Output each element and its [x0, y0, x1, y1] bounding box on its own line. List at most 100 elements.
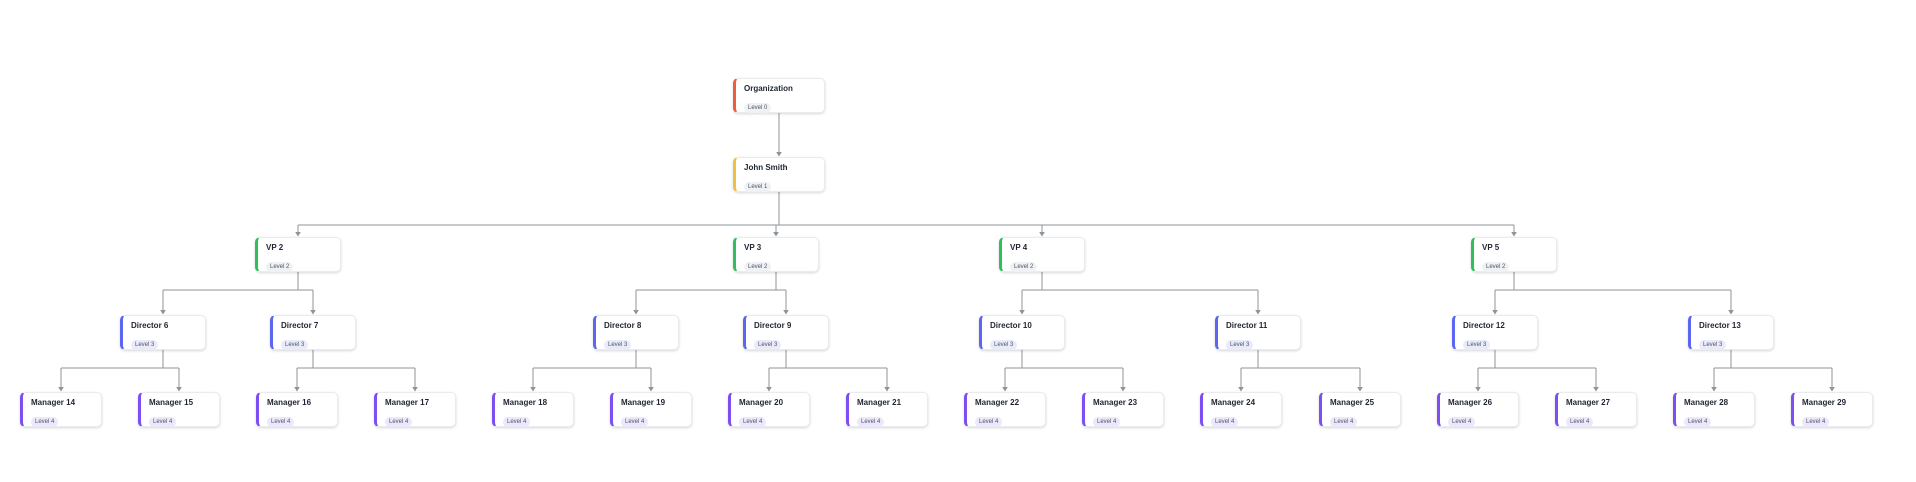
org-node-manager-21[interactable]: Manager 21 Level 4	[846, 392, 928, 428]
connector-arrow-icon	[648, 387, 654, 392]
node-title: Manager 14	[31, 398, 76, 407]
node-level-badge: Level 2	[266, 262, 294, 273]
org-node-manager-14[interactable]: Manager 14 Level 4	[20, 392, 102, 428]
org-node-manager-23[interactable]: Manager 23 Level 4	[1082, 392, 1164, 428]
connector-arrow-icon	[412, 387, 418, 392]
node-title: Organization	[744, 84, 793, 93]
org-node-manager-24[interactable]: Manager 24 Level 4	[1200, 392, 1282, 428]
connector-arrow-icon	[160, 310, 166, 315]
connector-arrow-icon	[310, 310, 316, 315]
org-node-director-7[interactable]: Director 7 Level 3	[270, 315, 356, 351]
node-title: Manager 21	[857, 398, 902, 407]
connector-arrow-icon	[1711, 387, 1717, 392]
node-title: Manager 22	[975, 398, 1020, 407]
node-level-badge: Level 3	[604, 340, 632, 351]
node-level-badge: Level 3	[754, 340, 782, 351]
connector-arrow-icon	[776, 152, 782, 157]
node-level-badge: Level 4	[267, 417, 295, 428]
node-title: Director 8	[604, 321, 642, 330]
org-node-vp-5[interactable]: VP 5 Level 2	[1471, 237, 1557, 273]
node-title: Director 9	[754, 321, 792, 330]
org-node-director-13[interactable]: Director 13 Level 3	[1688, 315, 1774, 351]
node-level-badge: Level 3	[131, 340, 159, 351]
node-title: Director 13	[1699, 321, 1741, 330]
connector-arrow-icon	[884, 387, 890, 392]
node-level-badge: Level 4	[975, 417, 1003, 428]
node-title: Director 11	[1226, 321, 1268, 330]
node-title: Manager 15	[149, 398, 194, 407]
node-level-badge: Level 4	[31, 417, 59, 428]
node-level-badge: Level 4	[857, 417, 885, 428]
node-title: Manager 24	[1211, 398, 1256, 407]
node-title: Manager 18	[503, 398, 548, 407]
node-title: John Smith	[744, 163, 788, 172]
node-level-badge: Level 2	[744, 262, 772, 273]
connector-arrow-icon	[176, 387, 182, 392]
node-level-badge: Level 4	[1330, 417, 1358, 428]
connector-arrow-icon	[1120, 387, 1126, 392]
node-title: VP 3	[744, 243, 762, 252]
node-title: Manager 23	[1093, 398, 1138, 407]
node-title: Manager 16	[267, 398, 312, 407]
node-level-badge: Level 4	[1448, 417, 1476, 428]
connector-arrow-icon	[1238, 387, 1244, 392]
org-node-vp-3[interactable]: VP 3 Level 2	[733, 237, 819, 273]
node-title: Manager 19	[621, 398, 666, 407]
connector-arrow-icon	[1511, 232, 1517, 237]
node-level-badge: Level 1	[744, 182, 772, 193]
node-level-badge: Level 4	[1211, 417, 1239, 428]
connector-arrow-icon	[1039, 232, 1045, 237]
org-node-manager-16[interactable]: Manager 16 Level 4	[256, 392, 338, 428]
org-node-manager-19[interactable]: Manager 19 Level 4	[610, 392, 692, 428]
node-level-badge: Level 3	[1463, 340, 1491, 351]
org-node-manager-25[interactable]: Manager 25 Level 4	[1319, 392, 1401, 428]
node-title: Manager 28	[1684, 398, 1729, 407]
org-node-vp-2[interactable]: VP 2 Level 2	[255, 237, 341, 273]
node-level-badge: Level 2	[1482, 262, 1510, 273]
node-level-badge: Level 2	[1010, 262, 1038, 273]
node-level-badge: Level 3	[281, 340, 309, 351]
connector-arrow-icon	[294, 387, 300, 392]
connector-arrow-icon	[1593, 387, 1599, 392]
node-title: Director 12	[1463, 321, 1505, 330]
connector-arrow-icon	[773, 232, 779, 237]
org-node-director-12[interactable]: Director 12 Level 3	[1452, 315, 1538, 351]
node-title: Director 7	[281, 321, 319, 330]
node-title: Manager 17	[385, 398, 430, 407]
node-title: Manager 29	[1802, 398, 1847, 407]
node-level-badge: Level 0	[744, 103, 772, 114]
connector-arrow-icon	[1475, 387, 1481, 392]
org-node-director-9[interactable]: Director 9 Level 3	[743, 315, 829, 351]
connector-arrow-icon	[1357, 387, 1363, 392]
node-level-badge: Level 3	[1699, 340, 1727, 351]
connector-arrow-icon	[1829, 387, 1835, 392]
node-level-badge: Level 4	[1093, 417, 1121, 428]
org-node-manager-17[interactable]: Manager 17 Level 4	[374, 392, 456, 428]
node-level-badge: Level 4	[621, 417, 649, 428]
org-node-director-8[interactable]: Director 8 Level 3	[593, 315, 679, 351]
node-level-badge: Level 4	[385, 417, 413, 428]
node-title: Manager 25	[1330, 398, 1375, 407]
connector-arrow-icon	[783, 310, 789, 315]
connector-arrow-icon	[1002, 387, 1008, 392]
connector-arrow-icon	[295, 232, 301, 237]
connector-arrow-icon	[766, 387, 772, 392]
node-title: Director 10	[990, 321, 1032, 330]
org-node-manager-22[interactable]: Manager 22 Level 4	[964, 392, 1046, 428]
node-title: VP 2	[266, 243, 284, 252]
connector-arrow-icon	[1728, 310, 1734, 315]
node-title: VP 5	[1482, 243, 1500, 252]
